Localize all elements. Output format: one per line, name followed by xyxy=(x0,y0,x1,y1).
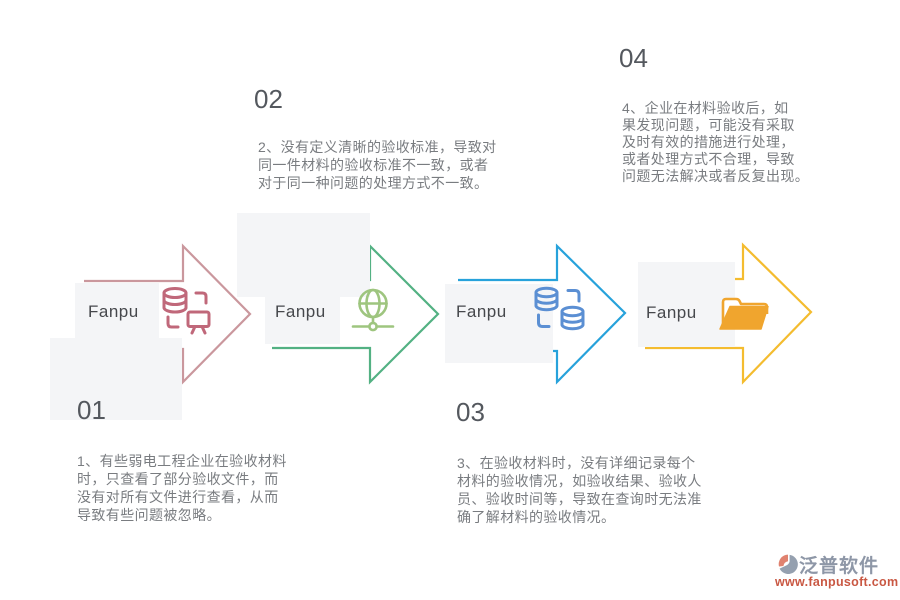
database-monitor-sync-icon xyxy=(162,287,211,335)
step-description-2: 2、没有定义清晰的验收标准，导致对 同一件材料的验收标准不一致，或者 对于同一种… xyxy=(258,139,497,191)
step-description-4: 4、企业在材料验收后，如 果发现问题，可能没有采取 及时有效的措施进行处理， 或… xyxy=(622,100,810,184)
fanpu-label-step-2: Fanpu xyxy=(275,302,326,321)
label-box-step-4 xyxy=(638,262,735,347)
database-transfer-icon xyxy=(534,286,585,331)
label-box-step-2 xyxy=(265,297,340,344)
fanpu-label-step-4: Fanpu xyxy=(646,303,697,322)
fanpu-logo-icon xyxy=(778,554,798,575)
arrow-step-4 xyxy=(645,242,813,385)
offset-box-step-1 xyxy=(50,338,182,420)
step-number-3: 03 xyxy=(456,397,485,427)
globe-network-icon xyxy=(351,288,395,332)
label-box-step-1 xyxy=(75,283,159,338)
arrow-step-3 xyxy=(458,243,627,385)
watermark-brand: 泛普软件 xyxy=(799,556,880,577)
fanpu-label-step-3: Fanpu xyxy=(456,302,507,321)
step-number-1: 01 xyxy=(77,395,106,425)
watermark-url: www.fanpusoft.com xyxy=(775,575,899,589)
arrow-step-1 xyxy=(84,243,252,385)
open-folder-icon xyxy=(719,297,769,330)
step-number-2: 02 xyxy=(254,84,283,114)
offset-box-step-2 xyxy=(237,213,370,297)
fanpu-label-step-1: Fanpu xyxy=(88,302,139,321)
step-number-4: 04 xyxy=(619,43,648,73)
arrow-step-2 xyxy=(272,243,440,385)
step-description-3: 3、在验收材料时，没有详细记录每个 材料的验收情况，如验收结果、验收人 员、验收… xyxy=(457,455,702,525)
step-description-1: 1、有些弱电工程企业在验收材料 时，只查看了部分验收文件，而 没有对所有文件进行… xyxy=(77,453,287,523)
